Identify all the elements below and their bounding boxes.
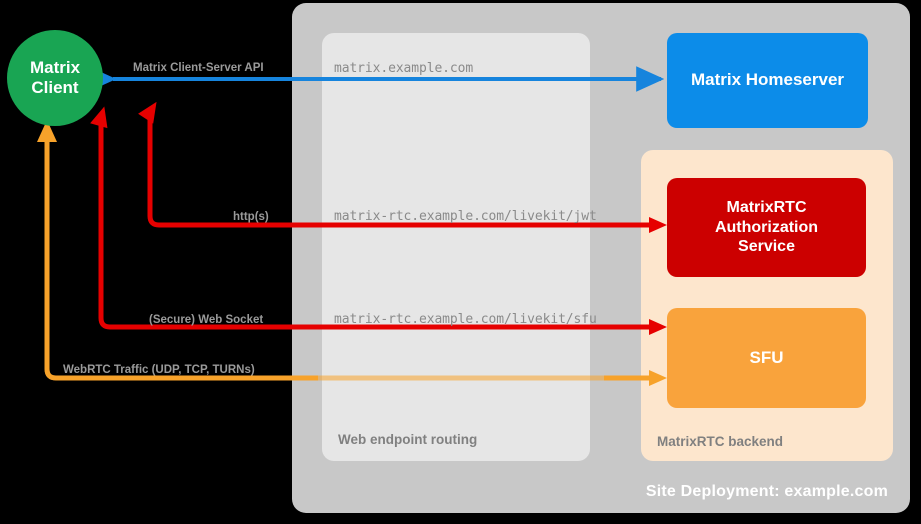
endpoint-url-livekit-sfu: matrix-rtc.example.com/livekit/sfu [334,312,597,327]
flow-label-webrtc-traffic: WebRTC Traffic (UDP, TCP, TURNs) [63,364,255,376]
endpoint-url-livekit-jwt: matrix-rtc.example.com/livekit/jwt [334,209,597,224]
flow-label-secure-web-socket: (Secure) Web Socket [149,314,264,326]
flow-secure-web-socket-arrowhead [90,106,108,129]
matrix-homeserver-label: Matrix Homeserver [690,70,845,90]
sfu-box[interactable]: SFU [667,308,866,408]
matrix-client-label-line2: Client [31,78,79,97]
matrixrtc-backend-label: MatrixRTC backend [657,434,784,449]
flow-webrtc-traffic-arrowhead [37,120,57,142]
flow-secure-web-socket [98,118,661,330]
auth-label-line1: MatrixRTC [726,199,807,217]
site-deployment-label: Site Deployment: example.com [645,483,888,500]
flow-http-s-arrowhead [138,101,157,124]
matrixrtc-authorization-service-box[interactable]: MatrixRTC Authorization Service [667,178,866,277]
matrix-homeserver-box[interactable]: Matrix Homeserver [667,33,868,128]
endpoint-url-matrix: matrix.example.com [334,61,474,76]
arrowhead-into-auth [649,217,667,233]
matrix-client-label-line1: Matrix [29,57,81,77]
auth-label-line2: Authorization [714,218,819,236]
auth-label-line3: Service [738,238,795,256]
flow-webrtc-traffic [44,134,661,381]
arrowhead-into-sfu-orange [649,370,667,386]
flow-label-http-s: http(s) [233,211,269,223]
web-endpoint-routing-label: Web endpoint routing [338,432,478,447]
sfu-label: SFU [749,347,784,367]
matrix-client-node[interactable]: Matrix Client [7,30,103,126]
web-endpoint-routing-container: Web endpoint routing [322,33,590,461]
arrowhead-into-sfu-red [649,319,667,335]
flow-http-s [147,112,661,228]
flow-label-matrix-client-server-api: Matrix Client-Server API [133,62,264,74]
